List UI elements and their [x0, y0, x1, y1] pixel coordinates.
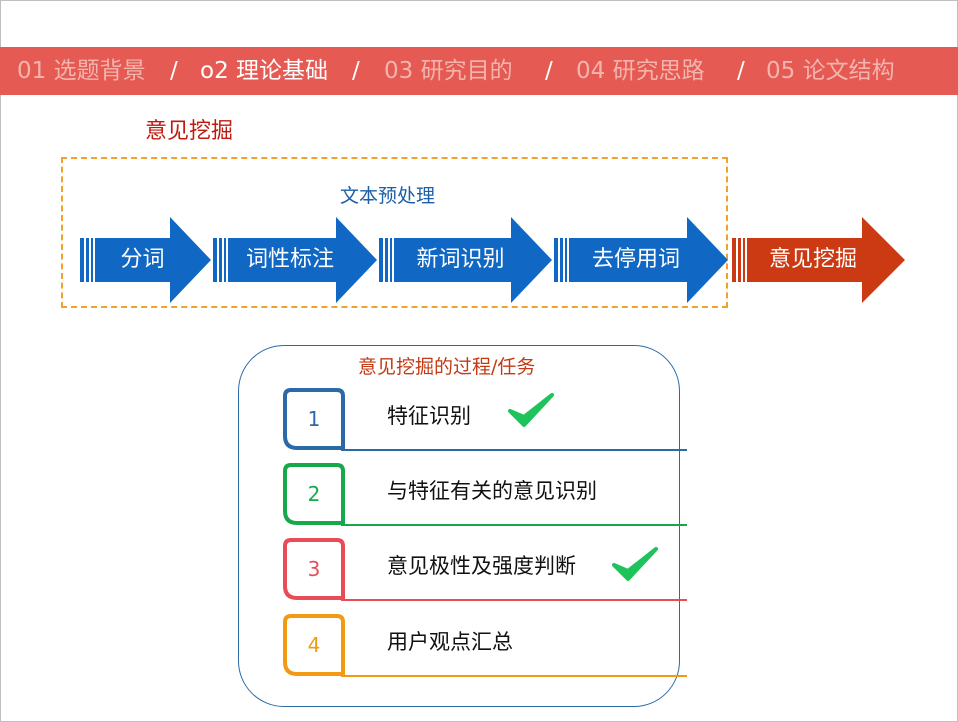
- checkmark-icon: [508, 393, 554, 427]
- task-badge: [283, 463, 345, 525]
- preprocess-label: 文本预处理: [340, 185, 436, 207]
- task-label: 意见极性及强度判断: [387, 554, 576, 578]
- nav-separator: /: [170, 58, 178, 84]
- nav-item-theory[interactable]: o2 理论基础: [200, 58, 329, 84]
- task-number: 1: [307, 407, 321, 431]
- task-item: 2 与特征有关的意见识别: [283, 463, 688, 526]
- step-label-opinion-mining: 意见挖掘: [768, 247, 857, 272]
- section-title: 意见挖掘: [145, 119, 234, 144]
- task-divider: [341, 599, 687, 601]
- process-card: [238, 345, 680, 707]
- arrow-step-4: [554, 217, 728, 303]
- task-item: 1 特征识别: [283, 388, 688, 451]
- checkmark-icon: [612, 547, 658, 581]
- step-label-new-word: 新词识别: [416, 247, 505, 272]
- arrow-step-3: [379, 217, 552, 303]
- task-badge: [283, 538, 345, 600]
- nav-item-purpose[interactable]: 03 研究目的: [384, 58, 513, 84]
- nav-separator: /: [545, 58, 553, 84]
- nav-item-approach[interactable]: 04 研究思路: [576, 58, 705, 84]
- task-number: 2: [307, 482, 321, 506]
- arrow-final-step: [732, 217, 905, 303]
- task-item: 4 用户观点汇总: [283, 614, 688, 677]
- nav-separator: /: [352, 58, 360, 84]
- preprocess-group: [61, 157, 728, 308]
- task-number: 4: [307, 633, 321, 657]
- task-divider: [341, 524, 687, 526]
- task-label: 与特征有关的意见识别: [387, 479, 597, 503]
- step-label-pos-tagging: 词性标注: [245, 247, 334, 272]
- task-divider: [341, 675, 687, 677]
- task-divider: [341, 449, 687, 451]
- task-label: 用户观点汇总: [387, 630, 513, 654]
- task-item: 3 意见极性及强度判断: [283, 538, 688, 601]
- task-badge: [283, 614, 345, 676]
- task-badge: [283, 388, 345, 450]
- task-number: 3: [307, 557, 321, 581]
- process-card-title: 意见挖掘的过程/任务: [358, 356, 536, 378]
- arrow-step-1: [80, 217, 211, 303]
- nav-item-background[interactable]: 01 选题背景: [17, 58, 146, 84]
- nav-separator: /: [737, 58, 745, 84]
- arrow-step-2: [213, 217, 377, 303]
- step-label-stopwords: 去停用词: [591, 247, 680, 272]
- task-label: 特征识别: [387, 404, 471, 428]
- section-nav: 01 选题背景 / o2 理论基础 / 03 研究目的 / 04 研究思路 / …: [0, 47, 958, 95]
- step-label-segmentation: 分词: [120, 247, 165, 272]
- nav-item-structure[interactable]: 05 论文结构: [766, 58, 895, 84]
